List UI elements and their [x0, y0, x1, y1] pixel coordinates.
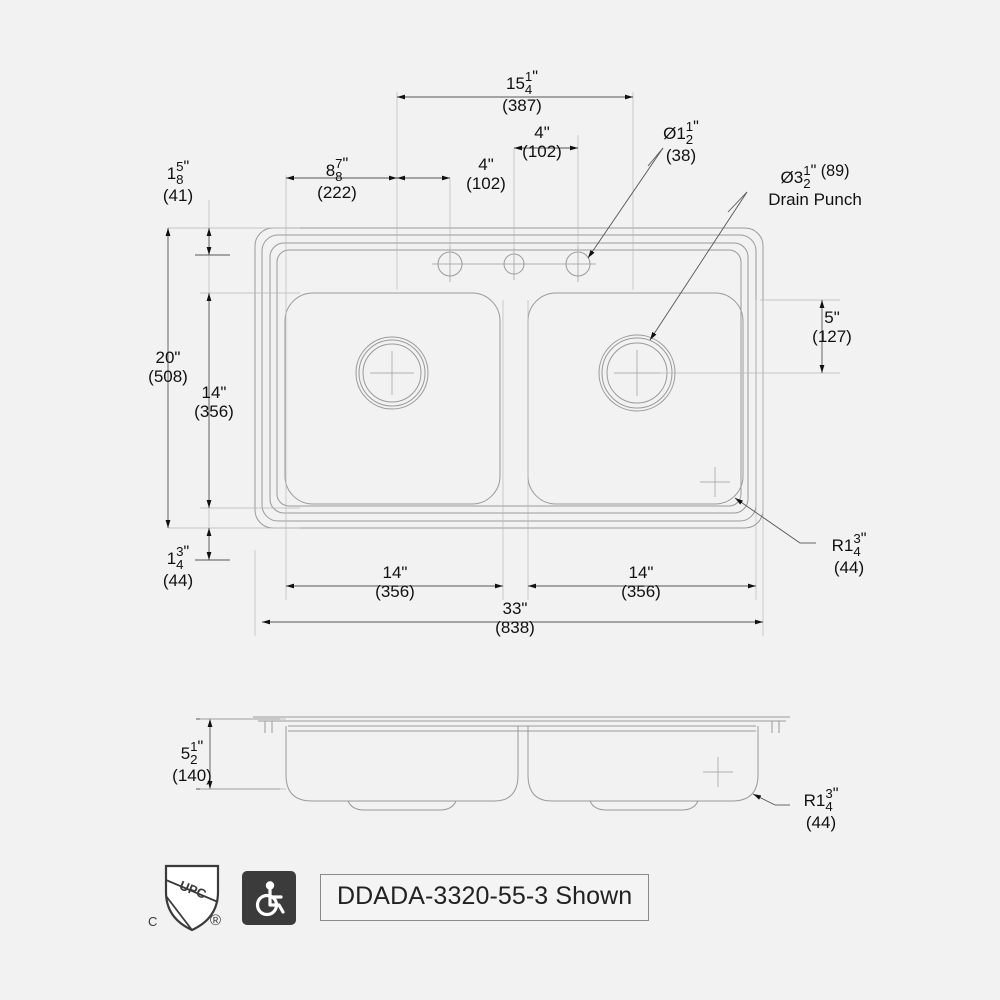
dim-label-14-bottom-left: 14" (356) [375, 563, 415, 602]
side-left-drain-bump [347, 800, 457, 811]
certification-footer: UPC C ® DDADA-3320-55-3 Shown [148, 862, 650, 934]
dim-label-4b: 4" (102) [522, 123, 562, 162]
side-right-basin [527, 726, 759, 802]
upc-logo-c: C [148, 914, 158, 929]
dim-label-5: 5" (127) [812, 308, 852, 347]
side-crosshair [703, 757, 733, 787]
sink-rim-inner-3 [276, 249, 742, 507]
side-clip-right [771, 721, 780, 733]
side-left-basin [285, 726, 519, 802]
leader-drain-punch-arrow [649, 191, 748, 341]
dim-label-4a: 4" (102) [466, 155, 506, 194]
side-construction-lines [200, 718, 286, 790]
sink-side-view [253, 716, 790, 811]
sink-rim-inner-2 [269, 242, 749, 514]
dimension-lines [165, 94, 825, 790]
sink-top-view [254, 227, 764, 529]
upc-shield-logo: UPC C ® [148, 862, 224, 934]
accessibility-icon [242, 871, 296, 925]
dim-label-14-vert: 14" (356) [194, 383, 234, 422]
left-basin [284, 292, 501, 505]
upc-logo-registered: ® [210, 912, 222, 929]
dim-label-33: 33" (838) [495, 599, 535, 638]
leader-radius-side [752, 793, 776, 806]
drain-crosshairs [370, 350, 730, 497]
model-number-label: DDADA-3320-55-3 Shown [320, 873, 650, 921]
left-drain-outer [355, 336, 429, 410]
wheelchair-icon [255, 881, 285, 917]
left-drain-inner [362, 343, 422, 403]
leader-faucet-hole-arrow [587, 147, 664, 259]
side-right-drain-bump [589, 800, 699, 811]
leader-lines [587, 147, 816, 806]
dim-label-14-bottom-right: 14" (356) [621, 563, 661, 602]
leader-radius-top [734, 497, 801, 544]
left-drain-mid [358, 339, 426, 407]
upc-shield-icon: UPC [164, 864, 220, 932]
side-clip-left [264, 721, 273, 733]
dim-label-20: 20" (508) [148, 348, 188, 387]
leader-drain-punch [727, 191, 748, 213]
